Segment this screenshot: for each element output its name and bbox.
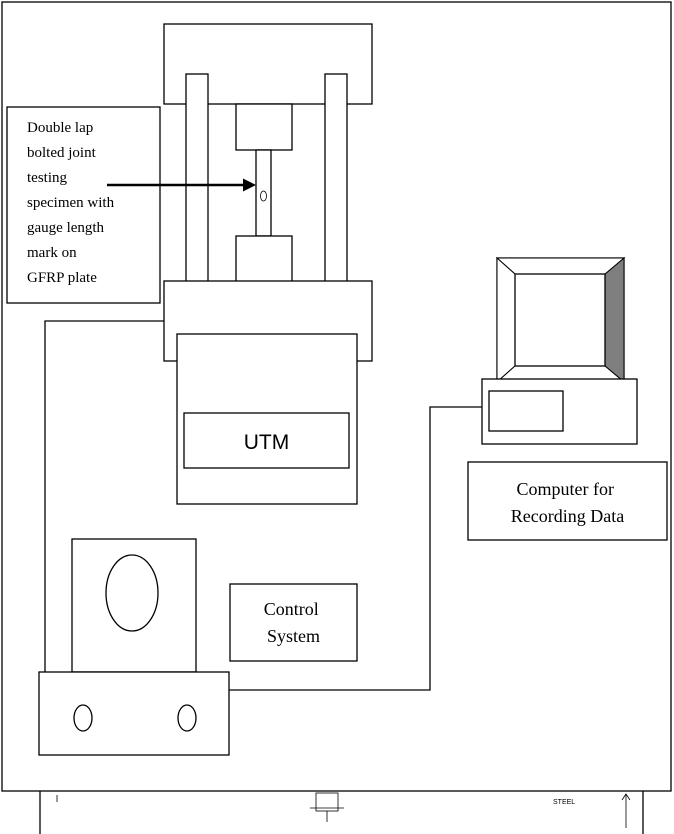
control-label-box bbox=[229, 583, 358, 662]
utm-left-column bbox=[185, 73, 209, 283]
utm-label: UTM bbox=[244, 431, 290, 454]
upper-grip bbox=[235, 103, 293, 151]
specimen-label-text: Double lap bolted joint testing specimen… bbox=[27, 120, 118, 286]
specimen-arrowhead bbox=[243, 178, 256, 192]
control-right-knob bbox=[177, 704, 197, 732]
control-dial bbox=[105, 554, 159, 632]
bolt-hole bbox=[260, 190, 267, 202]
wire-control-to-computer bbox=[229, 406, 482, 691]
specimen-annotation: Double lap bolted joint testing specimen… bbox=[6, 106, 256, 304]
test-specimen bbox=[255, 149, 272, 237]
specimen-label-box bbox=[6, 106, 161, 304]
lower-drawing-remnant: STEEL bbox=[39, 791, 644, 834]
disk-drive bbox=[488, 390, 564, 432]
monitor-left-bevel bbox=[496, 256, 516, 384]
monitor-top-bevel bbox=[495, 257, 626, 275]
monitor-screen bbox=[514, 273, 606, 367]
utm-label-box bbox=[183, 412, 350, 469]
computer-label-text: Computer for Recording Data bbox=[511, 479, 624, 526]
control-left-knob bbox=[73, 704, 93, 732]
control-label-text: Control System bbox=[264, 599, 324, 646]
footer-steel-text: STEEL bbox=[553, 799, 575, 806]
monitor-right-bevel bbox=[604, 256, 625, 384]
utm-machine: UTM bbox=[163, 23, 373, 505]
computer bbox=[481, 256, 638, 445]
outer-frame bbox=[1, 1, 672, 792]
control-system bbox=[38, 538, 230, 756]
computer-label-box bbox=[467, 461, 668, 541]
wire-utm-to-control bbox=[44, 320, 164, 672]
utm-right-column bbox=[324, 73, 348, 283]
lower-grip bbox=[235, 235, 293, 283]
control-base bbox=[38, 671, 230, 756]
